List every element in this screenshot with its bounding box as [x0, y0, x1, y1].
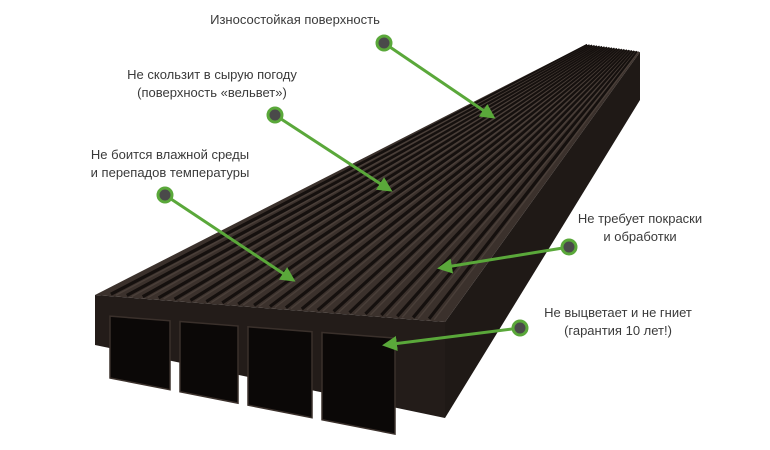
ridge-highlight [417, 50, 637, 319]
groove-line [364, 49, 629, 315]
ridge-highlight [385, 50, 632, 317]
feature-text: Износостойкая поверхность [210, 12, 380, 27]
ridge-highlight [163, 45, 597, 300]
groove-line [157, 44, 596, 300]
groove-line [110, 43, 589, 296]
ridge-highlight [147, 45, 595, 299]
groove-line [332, 48, 624, 313]
groove-line [237, 46, 609, 306]
callout-dot-icon [266, 106, 284, 124]
groove-line [396, 49, 634, 318]
groove-line [205, 45, 604, 303]
feature-text: и перепадов температуры [90, 165, 250, 180]
groove-line [269, 47, 614, 308]
ridge-highlight [210, 46, 605, 304]
hollow-chambers [109, 315, 396, 436]
feature-label-wear-resistant: Износостойкая поверхность [210, 11, 380, 29]
ridge-highlight [290, 48, 617, 310]
ridge-highlight [242, 47, 610, 306]
callout-arrow [164, 193, 296, 282]
callout-arrow [437, 245, 570, 274]
callout-arrow [382, 326, 521, 351]
groove-line [253, 46, 611, 307]
callout-arrow [383, 41, 496, 119]
callout-pointers [156, 34, 578, 351]
hollow-chamber [109, 315, 171, 391]
hollow-chamber [179, 320, 239, 405]
groove-line [141, 44, 594, 299]
groove-line [380, 49, 632, 317]
callout-dot-icon [511, 319, 529, 337]
callout-dot-icon [375, 34, 393, 52]
ridge-highlight [369, 49, 630, 316]
ridge-highlight [306, 48, 620, 311]
groove-line [348, 48, 627, 314]
groove-line [300, 47, 619, 311]
feature-text: Не скользит в сырую погоду [127, 67, 297, 82]
callout-arrow [274, 113, 393, 192]
groove-line [284, 47, 616, 309]
ridge-highlight [258, 47, 612, 307]
hollow-chamber [247, 325, 313, 419]
groove-line [316, 48, 622, 312]
hollow-chamber [321, 331, 396, 436]
feature-text: (гарантия 10 лет!) [564, 323, 672, 338]
ridge-highlight [433, 51, 640, 321]
callout-dot-icon [560, 238, 578, 256]
groove-line [427, 50, 639, 320]
feature-label-no-painting: Не требует покраски и обработки [578, 210, 702, 246]
callout-dot-icon [156, 186, 174, 204]
groove-line [221, 46, 606, 305]
ridge-highlight [322, 48, 622, 312]
ridge-highlight [226, 46, 607, 305]
feature-text: и обработки [603, 229, 677, 244]
ridge-highlight [274, 47, 615, 309]
feature-label-non-slip: Не скользит в сырую погоду (поверхность … [127, 66, 297, 102]
feature-label-moisture: Не боится влажной среды и перепадов темп… [91, 146, 250, 182]
feature-label-no-fade: Не выцветает и не гниет (гарантия 10 лет… [544, 304, 692, 340]
feature-text: Не требует покраски [577, 211, 703, 226]
ridge-highlight [354, 49, 627, 315]
feature-text: Не выцветает и не гниет [544, 305, 692, 320]
ridge-highlight [179, 45, 600, 301]
ridge-highlight [338, 49, 625, 313]
feature-text: (поверхность «вельвет») [137, 85, 287, 100]
ridge-highlight [115, 44, 590, 296]
groove-line [173, 45, 599, 301]
feature-text: Не боится влажной среды [90, 147, 250, 162]
board-side-face [445, 52, 640, 418]
